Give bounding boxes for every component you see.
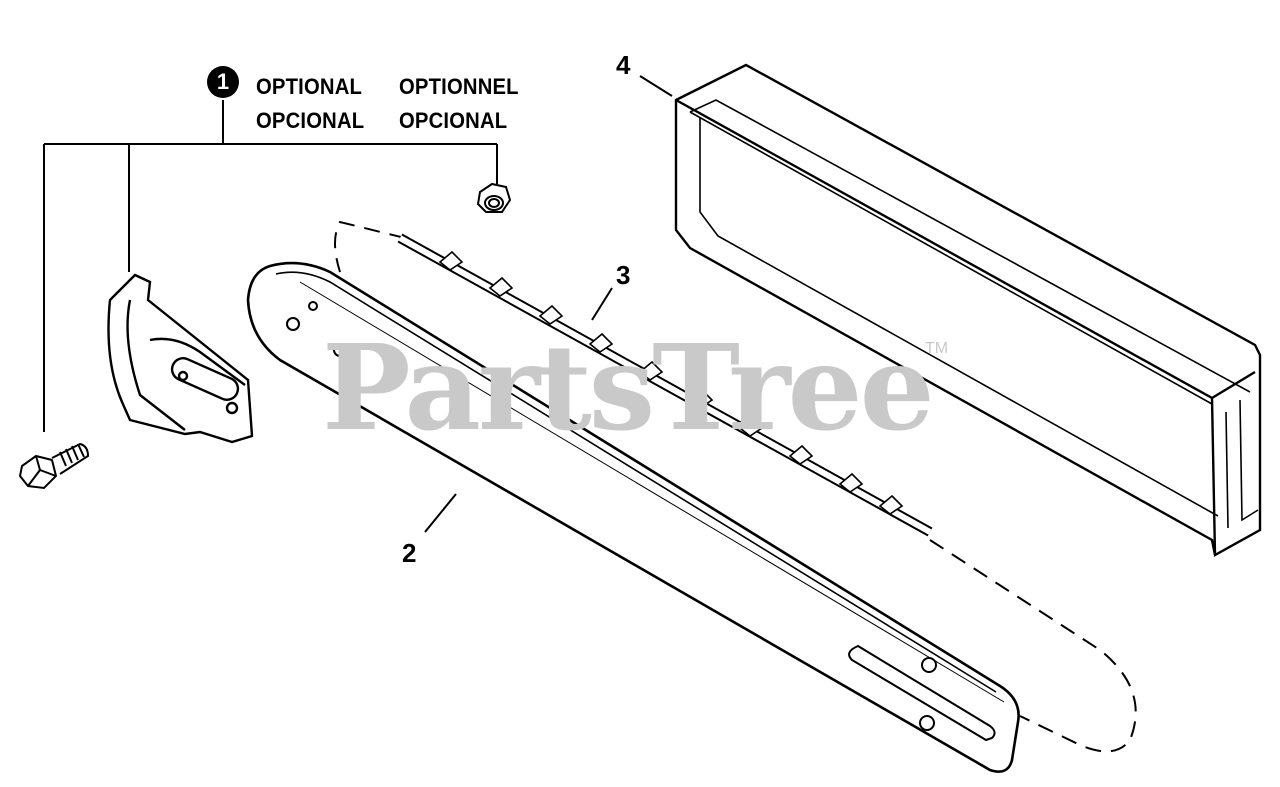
label-optional-en: OPTIONAL — [256, 74, 363, 99]
guide-bar — [246, 261, 1020, 773]
bar-plate — [107, 273, 254, 444]
label-optional-es: OPCIONAL — [256, 108, 365, 133]
saw-chain — [397, 233, 933, 537]
callout-2: 2 — [402, 538, 417, 568]
label-optional-fr: OPTIONNEL — [399, 74, 519, 99]
callout-leaders — [424, 75, 673, 533]
chain-loop-dashed — [334, 220, 1137, 753]
bar-nut — [476, 182, 512, 213]
item1-leader-lines — [43, 100, 498, 432]
bar-bolt — [18, 442, 90, 490]
label-optional-pt: OPCIONAL — [399, 108, 508, 133]
parts-tree-watermark: PartsTree — [322, 318, 935, 457]
callout-1-badge: 1 — [207, 66, 239, 98]
bar-scabbard — [674, 63, 1262, 557]
callout-4: 4 — [616, 50, 631, 80]
trademark-mark: TM — [925, 340, 949, 357]
callout-3: 3 — [616, 260, 631, 290]
